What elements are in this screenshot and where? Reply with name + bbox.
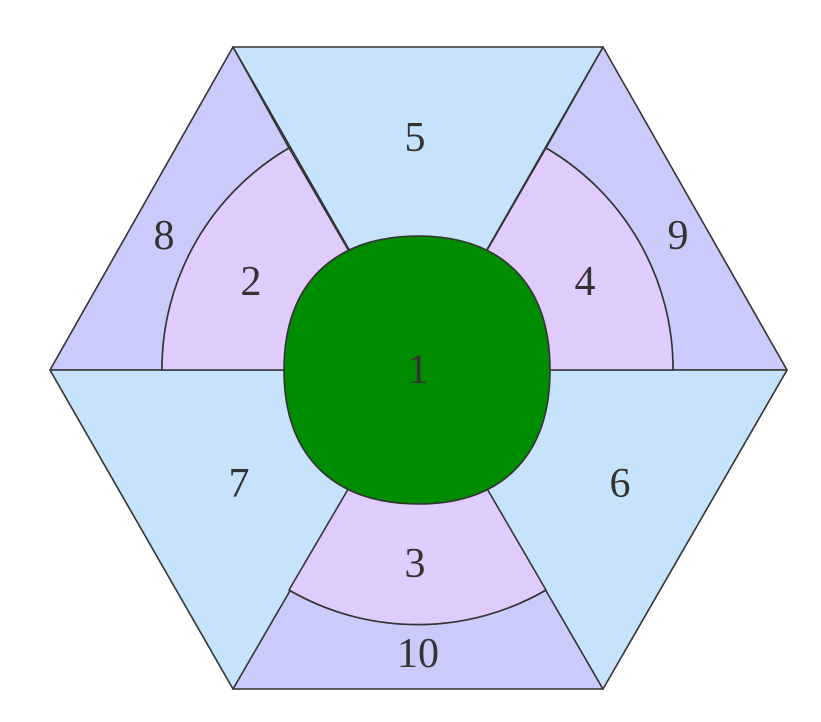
region-1 — [283, 235, 551, 505]
region-label-4: 4 — [575, 259, 596, 305]
region-label-5: 5 — [405, 115, 426, 161]
region-label-2: 2 — [241, 259, 262, 305]
region-label-7: 7 — [229, 461, 250, 507]
region-label-8: 8 — [154, 213, 175, 259]
region-label-1: 1 — [408, 347, 429, 393]
region-label-6: 6 — [610, 461, 631, 507]
region-label-9: 9 — [668, 213, 689, 259]
region-label-3: 3 — [405, 541, 426, 587]
region-label-10: 10 — [397, 631, 439, 677]
